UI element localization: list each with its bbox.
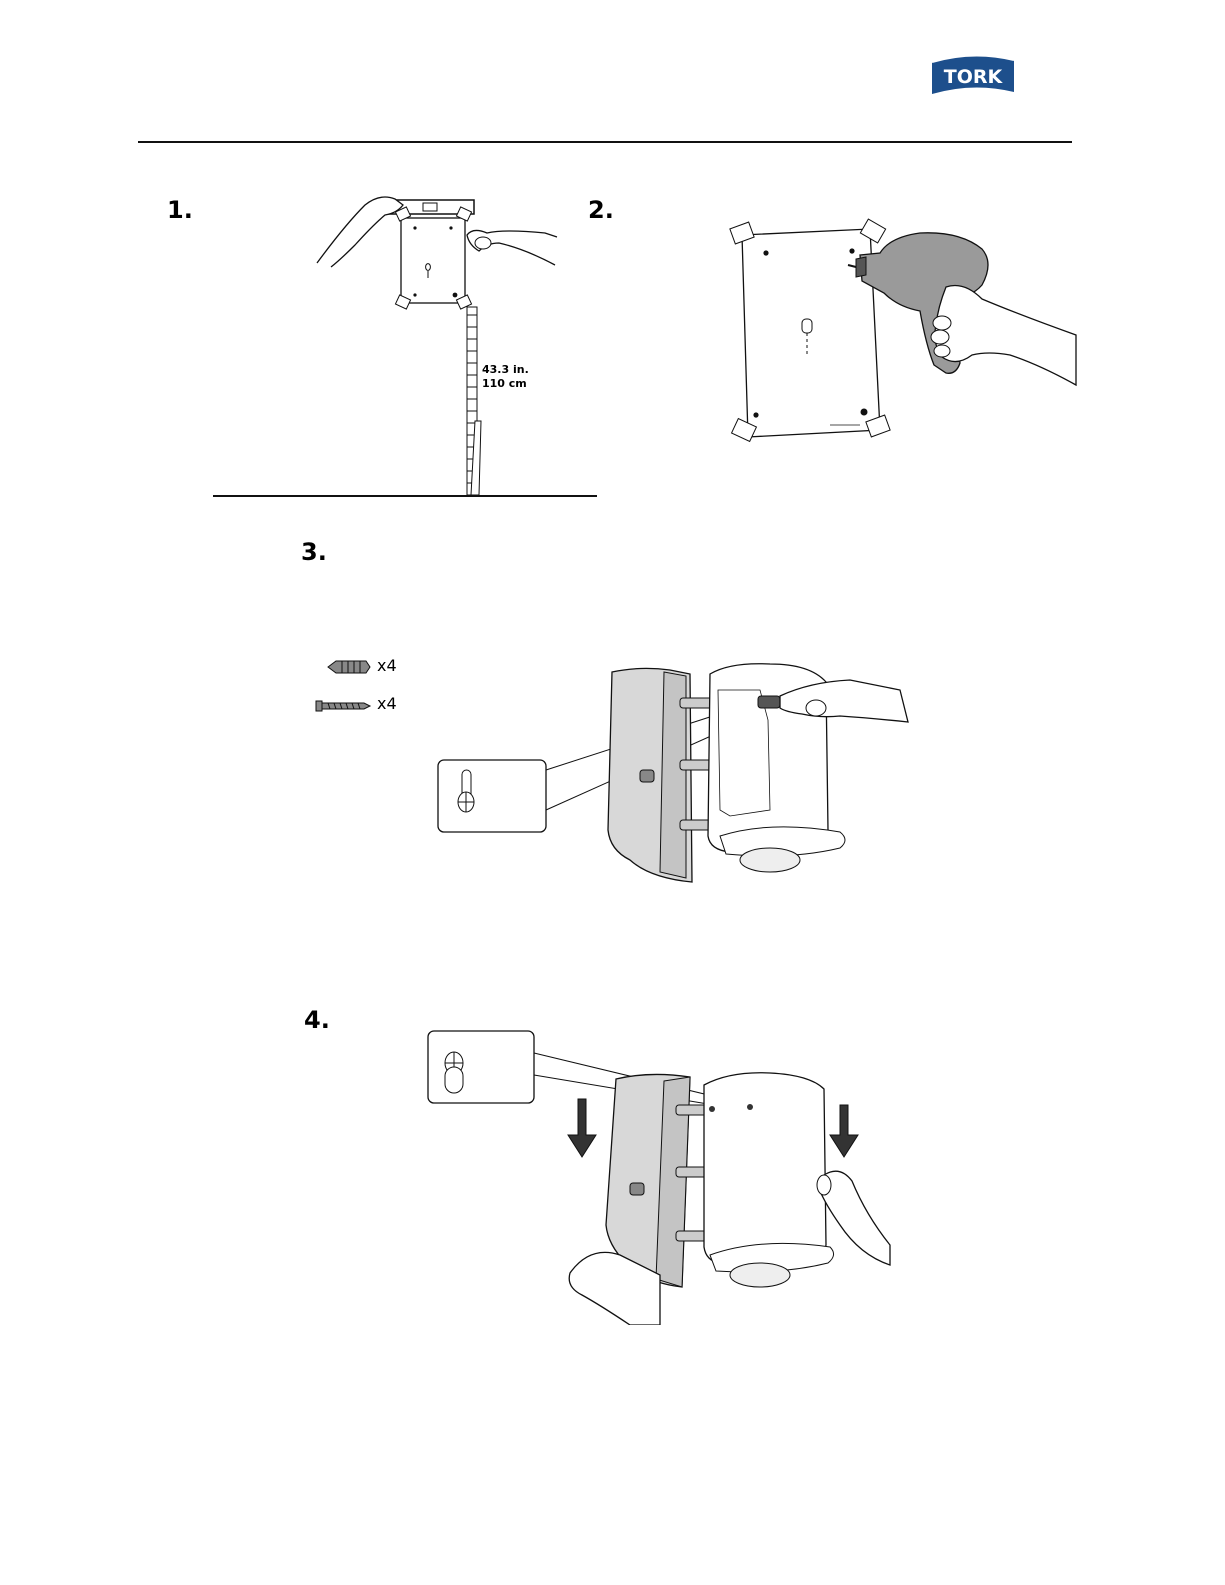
step-1-illustration [205, 185, 605, 505]
screw-quantity: x4 [377, 696, 397, 712]
step-3-number: 3. [301, 540, 327, 564]
wall-plug-quantity: x4 [377, 658, 397, 674]
mounting-height-inches: 43.3 in. [482, 363, 529, 376]
wall-plug-icon [326, 657, 372, 677]
step-1-number: 1. [167, 198, 193, 222]
brand-logo-text: TORK [944, 66, 1004, 88]
brand-logo: TORK [928, 52, 1018, 98]
step-2-illustration [720, 215, 1080, 450]
screw-icon [314, 697, 372, 715]
step-3-illustration [430, 660, 920, 890]
step-4-number: 4. [304, 1008, 330, 1032]
mounting-height-cm: 110 cm [482, 377, 527, 390]
step-4-illustration [420, 1025, 900, 1325]
header-divider [138, 141, 1072, 143]
tork-logo-graphic: TORK [928, 52, 1018, 98]
